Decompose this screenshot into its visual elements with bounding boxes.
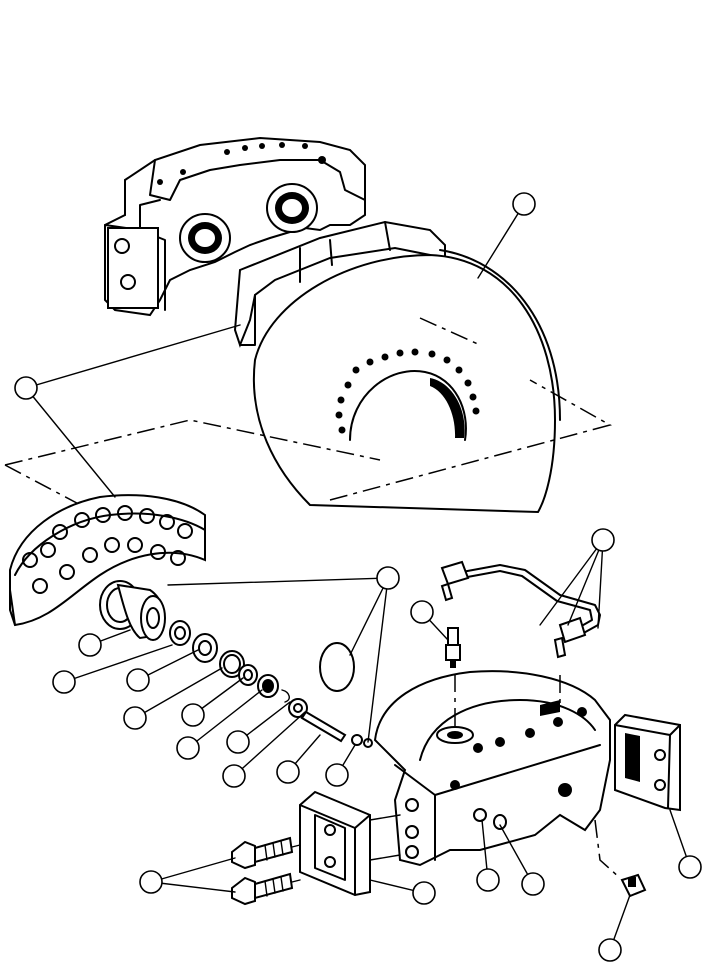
callout-marker	[126, 668, 150, 692]
callout-marker	[325, 763, 349, 787]
callout-marker	[14, 376, 38, 400]
callout-marker	[123, 706, 147, 730]
callout-marker	[412, 881, 436, 905]
callout-marker	[176, 736, 200, 760]
caliper-housing-upper	[104, 136, 366, 317]
brake-tube	[440, 560, 601, 659]
callout-marker	[52, 670, 76, 694]
mounting-plane-outline	[4, 317, 612, 511]
callout-marker	[181, 703, 205, 727]
o-ring	[319, 642, 355, 692]
callout-marker	[521, 872, 545, 896]
pressure-switch	[620, 873, 647, 898]
callout-markers	[14, 192, 702, 962]
mounting-bolt-lower	[231, 872, 294, 906]
callout-marker	[410, 600, 434, 624]
callout-marker	[512, 192, 536, 216]
callout-marker	[591, 528, 615, 552]
brake-pad-set	[233, 220, 446, 348]
callout-marker	[139, 870, 163, 894]
callout-marker	[276, 760, 300, 784]
bleeder-valve	[445, 627, 461, 668]
piston-assembly	[99, 580, 373, 748]
brake-disc	[252, 249, 561, 514]
mounting-bolt-upper	[231, 836, 294, 870]
callout-marker	[222, 764, 246, 788]
callout-marker	[226, 730, 250, 754]
callout-marker	[678, 855, 702, 879]
callout-marker	[78, 633, 102, 657]
callout-marker	[376, 566, 400, 590]
caliper-body-right	[373, 670, 611, 867]
retaining-plate	[299, 790, 371, 897]
callout-marker	[476, 868, 500, 892]
brake-lining-block	[614, 713, 681, 812]
callout-marker	[598, 938, 622, 962]
caliper-housing-lower	[9, 494, 206, 627]
